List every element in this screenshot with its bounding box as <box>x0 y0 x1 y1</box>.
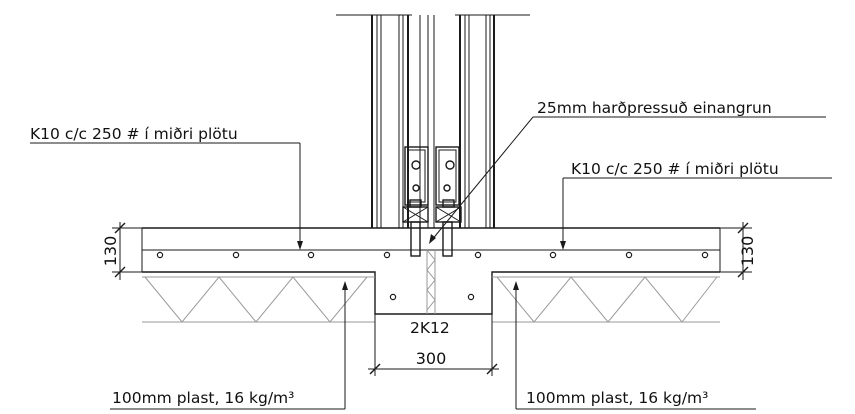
leader-plast-left <box>110 281 348 410</box>
wall-above <box>336 14 530 228</box>
hold-down-bracket-right <box>435 146 462 257</box>
dimension-slab-left <box>112 222 142 280</box>
dimension-slab-right <box>720 222 752 280</box>
insulation-strip <box>426 249 436 314</box>
dim-text-beam-width: 300 <box>416 349 447 368</box>
label-beam-rebar: 2K12 <box>410 319 450 337</box>
leader-insulation <box>429 116 826 244</box>
leader-rebar-right <box>560 177 832 250</box>
dimension-beam-width <box>368 314 499 376</box>
label-insulation-board: 25mm harðpressuð einangrun <box>537 99 772 117</box>
label-plast-left: 100mm plast, 16 kg/m³ <box>112 389 294 407</box>
label-plast-right: 100mm plast, 16 kg/m³ <box>526 389 708 407</box>
label-rebar-right: K10 c/c 250 # í miðri plötu <box>571 160 779 178</box>
eps-insulation-right <box>492 276 720 323</box>
dim-text-slab-right: 130 <box>738 236 757 267</box>
dim-text-slab-left: 130 <box>101 236 120 267</box>
label-rebar-left: K10 c/c 250 # í miðri plötu <box>30 125 238 143</box>
eps-insulation-left <box>142 276 375 323</box>
concrete-slab <box>141 227 721 315</box>
leader-rebar-left <box>30 142 303 250</box>
rebar-dots <box>156 251 709 301</box>
hold-down-bracket-left <box>402 146 429 257</box>
leader-plast-right <box>513 281 756 410</box>
